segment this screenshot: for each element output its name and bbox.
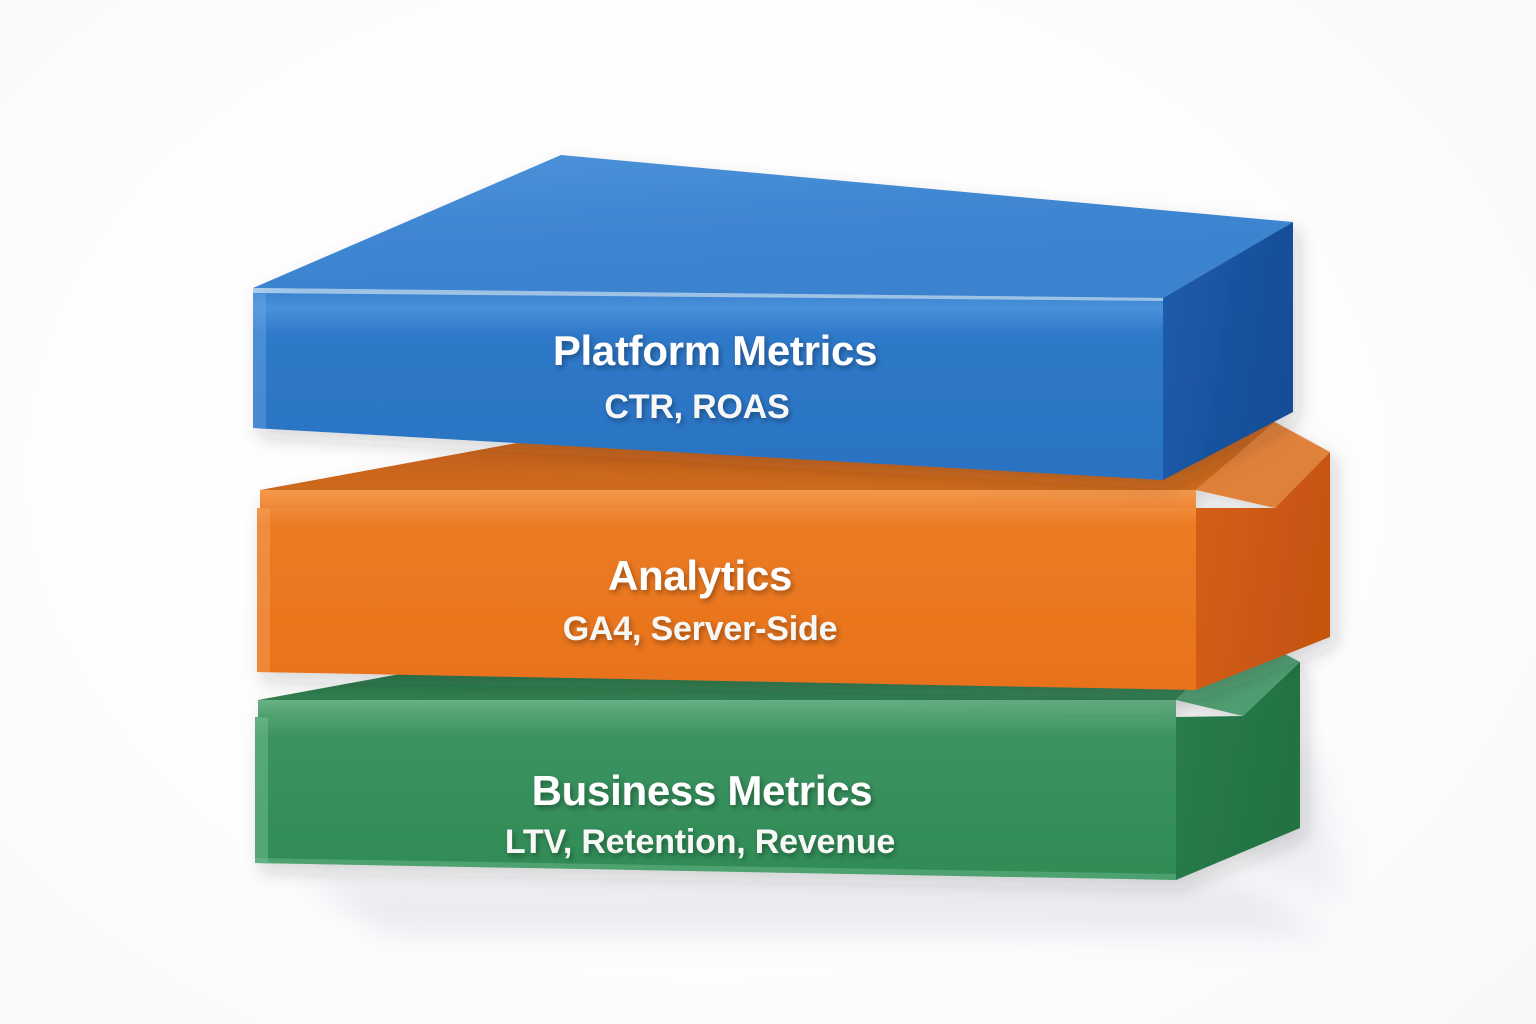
green-top-lip [258,700,1176,717]
blue-top-face [253,155,1293,298]
layer-title-business-metrics: Business Metrics [532,767,873,814]
layer-subtitle-platform-metrics: CTR, ROAS [604,388,789,426]
green-right-face [1176,662,1300,880]
orange-top-face-light [1196,422,1330,508]
blue-front-face [253,293,1163,480]
blue-left-edge-highlight [253,293,266,428]
orange-front-face [257,508,1196,690]
layer-title-analytics: Analytics [608,552,792,599]
layer-subtitle-business-metrics: LTV, Retention, Revenue [505,823,895,861]
layer-title-platform-metrics: Platform Metrics [553,327,877,374]
green-left-edge-highlight [255,717,268,864]
green-bottom-edge [255,858,1176,880]
green-front-face [255,717,1176,880]
orange-right-face [1196,452,1330,690]
orange-top-lip [260,490,1196,508]
orange-left-edge-highlight [257,508,270,673]
layer-platform-metrics[interactable]: Platform Metrics CTR, ROAS [253,155,1293,480]
blue-right-face [1163,222,1293,480]
layer-analytics[interactable]: Analytics GA4, Server-Side [257,422,1330,690]
layer-subtitle-analytics: GA4, Server-Side [563,610,838,648]
